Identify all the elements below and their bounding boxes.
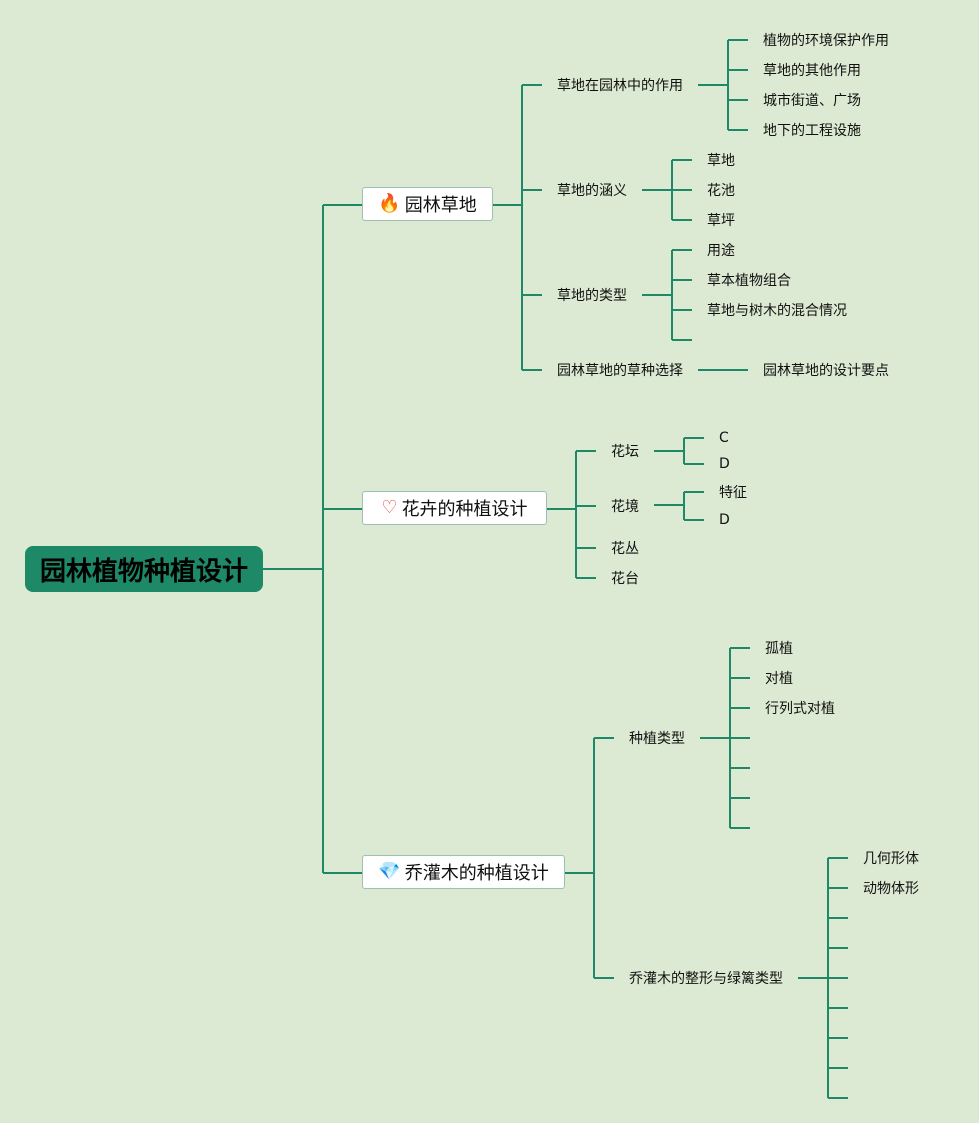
subtopic-node[interactable]: 草地的涵义 <box>557 183 627 199</box>
leaf-node[interactable]: 几何形体 <box>863 851 919 867</box>
leaf-node[interactable]: 城市街道、广场 <box>763 93 861 109</box>
subtopic-node[interactable]: 花台 <box>611 571 639 587</box>
leaf-node[interactable]: 花池 <box>707 183 735 199</box>
branch-label: 园林草地 <box>404 195 477 216</box>
branch-flowers[interactable]: ♡ 花卉的种植设计 <box>362 491 547 525</box>
subtopic-node[interactable]: 草地在园林中的作用 <box>557 78 683 94</box>
branch-label: 花卉的种植设计 <box>401 499 528 520</box>
leaf-node[interactable]: 地下的工程设施 <box>763 123 861 139</box>
branch-label: 乔灌木的种植设计 <box>404 863 549 884</box>
leaf-node[interactable]: 行列式对植 <box>765 701 835 717</box>
subtopic-node[interactable]: 乔灌木的整形与绿篱类型 <box>629 971 783 987</box>
subtopic-node[interactable]: 草地的类型 <box>557 288 627 304</box>
diamond-icon: 💎 <box>378 861 401 882</box>
leaf-node[interactable]: 草地与树木的混合情况 <box>707 303 847 319</box>
fire-icon: 🔥 <box>378 193 401 214</box>
root-node[interactable]: 园林植物种植设计 <box>25 546 263 592</box>
branch-lawn[interactable]: 🔥 园林草地 <box>362 187 493 221</box>
leaf-node[interactable]: D <box>719 512 730 528</box>
leaf-node[interactable]: 动物体形 <box>863 881 919 897</box>
leaf-node[interactable]: D <box>719 456 730 472</box>
leaf-node[interactable]: 园林草地的设计要点 <box>763 363 889 379</box>
subtopic-node[interactable]: 花丛 <box>611 541 639 557</box>
subtopic-node[interactable]: 园林草地的草种选择 <box>557 363 683 379</box>
leaf-node[interactable]: 草本植物组合 <box>707 273 791 289</box>
leaf-node[interactable]: 植物的环境保护作用 <box>763 33 889 49</box>
leaf-node[interactable]: C <box>719 430 729 446</box>
subtopic-node[interactable]: 花坛 <box>611 444 639 460</box>
subtopic-node[interactable]: 种植类型 <box>629 731 685 747</box>
leaf-node[interactable]: 草地的其他作用 <box>763 63 861 79</box>
leaf-node[interactable]: 草地 <box>707 153 735 169</box>
subtopic-node[interactable]: 花境 <box>611 499 639 515</box>
branch-trees[interactable]: 💎 乔灌木的种植设计 <box>362 855 565 889</box>
leaf-node[interactable]: 用途 <box>707 243 735 259</box>
leaf-node[interactable]: 草坪 <box>707 213 735 229</box>
leaf-node[interactable]: 特征 <box>719 485 747 501</box>
heart-icon: ♡ <box>381 497 398 518</box>
leaf-node[interactable]: 孤植 <box>765 641 793 657</box>
leaf-node[interactable]: 对植 <box>765 671 793 687</box>
